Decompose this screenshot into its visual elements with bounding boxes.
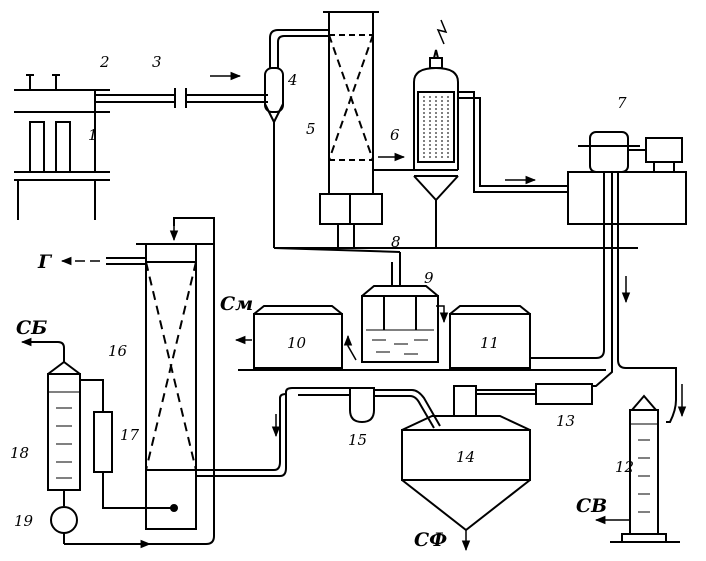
label-2: 2 [99,53,110,71]
label-11: 11 [480,334,499,352]
collector-8 [273,224,638,286]
column-12 [594,394,680,543]
label-5: 5 [306,120,316,138]
electrofilter-6 [413,19,568,248]
output-gas: Г [37,251,53,273]
label-7: 7 [617,94,627,112]
label-18: 18 [10,444,29,462]
label-4: 4 [287,71,298,89]
label-13: 13 [556,412,575,430]
pump-19 [50,506,78,544]
label-6: 6 [390,126,400,144]
filter-15 [292,387,441,429]
column-18 [20,337,88,506]
label-16: 16 [108,342,128,360]
gas-duct-3 [95,71,268,108]
label-19: 19 [14,512,34,530]
label-17: 17 [120,426,140,444]
tank-11 [449,305,531,369]
settler-14 [401,385,531,552]
tank-9 [343,285,449,363]
label-15: 15 [348,431,367,449]
label-9: 9 [424,269,434,287]
apparatus-7 [530,131,687,423]
output-sv: СВ [576,495,607,517]
stream-labels: Г См СБ СВ СФ [16,251,607,551]
heater-17 [86,379,178,512]
column-5 [319,11,414,225]
furnace-unit-1 [14,74,110,220]
label-3: 3 [152,53,162,71]
label-1: 1 [88,126,98,144]
label-14: 14 [456,448,475,466]
unit-labels: 1 2 3 4 5 6 7 8 9 10 11 12 13 14 15 16 1… [10,53,634,530]
output-sm: См [220,293,253,315]
label-12: 12 [615,458,634,476]
exchanger-13 [476,383,593,405]
output-sb: СБ [16,317,47,339]
output-sf: СФ [414,529,447,551]
cyclone-4 [264,29,328,248]
label-10: 10 [287,334,307,352]
label-8: 8 [391,233,401,251]
tank-10 [234,305,343,369]
absorber-16 [60,217,293,549]
